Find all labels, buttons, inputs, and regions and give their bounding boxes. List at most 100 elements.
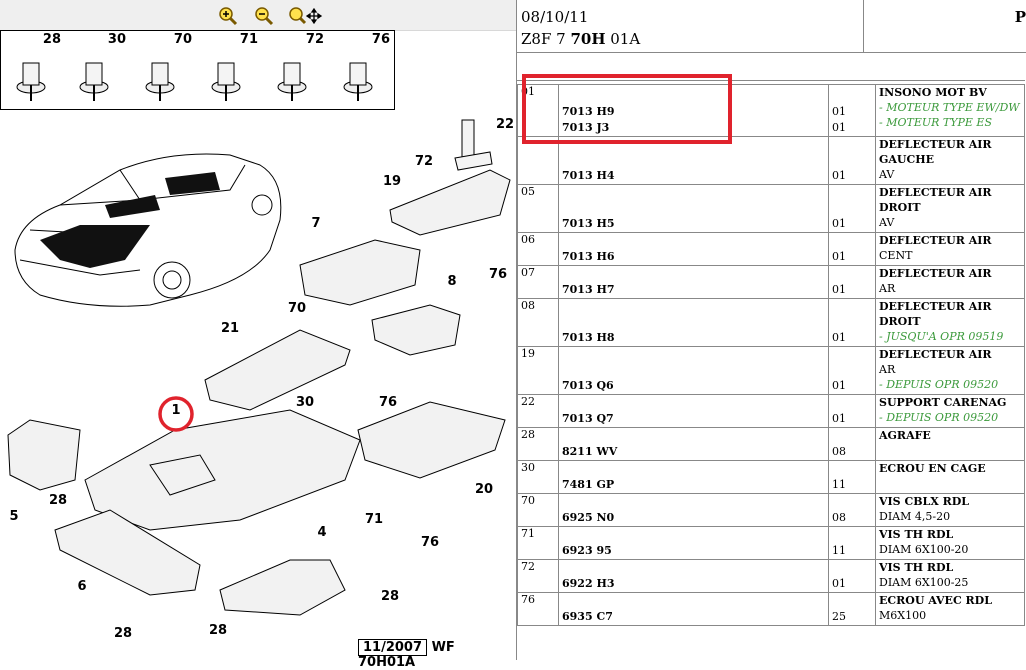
part-qty: 01 xyxy=(832,379,846,392)
part-detail: DIAM 6X100-25 xyxy=(879,576,969,589)
part-number: 7013 H8 xyxy=(562,331,615,344)
part-detail: DIAM 6X100-20 xyxy=(879,543,969,556)
callout-label: 71 xyxy=(365,512,383,527)
diagram-code: WF 70H01A xyxy=(358,640,455,670)
part-qty-cell: 01 xyxy=(828,394,876,428)
zoom-toolbar xyxy=(0,0,516,31)
part-19 xyxy=(389,169,511,236)
callout-label: 5 xyxy=(9,509,18,524)
callout-label: 72 xyxy=(415,154,433,169)
part-qty: 01 xyxy=(832,217,846,230)
part-description: INSONO MOT BV- MOTEUR TYPE EW/DW- MOTEUR… xyxy=(875,84,1025,137)
zoom-pan-icon[interactable] xyxy=(288,6,323,26)
part-name: AGRAFE xyxy=(879,429,931,442)
fastener-ref-number: 71 xyxy=(239,32,258,47)
part-name: VIS CBLX RDL xyxy=(879,495,970,508)
part-note: - JUSQU'A OPR 09519 xyxy=(879,330,1004,343)
callout-label: 8 xyxy=(447,274,456,289)
callout-label: 76 xyxy=(421,535,439,550)
fastener-icon xyxy=(16,62,46,101)
part-number-cell: 7013 H5 xyxy=(558,184,829,233)
part-number: 7013 H7 xyxy=(562,283,615,296)
part-name: ECROU EN CAGE xyxy=(879,462,986,475)
part-qty-cell: 08 xyxy=(828,493,876,527)
part-7 xyxy=(299,239,421,306)
part-note: - DEPUIS OPR 09520 xyxy=(879,378,999,391)
part-qty-cell: 11 xyxy=(828,526,876,560)
part-description: AGRAFE xyxy=(875,427,1025,461)
part-ref: 08 xyxy=(517,298,559,347)
part-qty: 08 xyxy=(832,445,846,458)
header-page-letter: P xyxy=(1014,8,1026,26)
header-date: 08/10/11 xyxy=(521,8,589,26)
part-number-cell: 6922 H3 xyxy=(558,559,829,593)
part-qty-cell: 25 xyxy=(828,592,876,626)
part-number: 6925 N0 xyxy=(562,511,615,524)
part-description: VIS TH RDL DIAM 6X100-25 xyxy=(875,559,1025,593)
callout-label: 19 xyxy=(383,174,401,189)
part-ref: 22 xyxy=(517,394,559,428)
zoom-out-icon[interactable] xyxy=(254,6,274,26)
callout-label: 28 xyxy=(381,589,399,604)
part-8 xyxy=(371,304,461,356)
part-ref: 19 xyxy=(517,346,559,395)
part-ref: 06 xyxy=(517,232,559,266)
part-ref: 05 xyxy=(517,184,559,233)
fastener-cell: 72 xyxy=(262,30,329,110)
part-detail: AR xyxy=(879,363,896,376)
part-description: DEFLECTEUR AIR DROIT- JUSQU'A OPR 09519 xyxy=(875,298,1025,347)
part-qty: 01 xyxy=(832,412,846,425)
callout-label: 28 xyxy=(209,623,227,638)
fastener-icon xyxy=(343,62,373,101)
part-number: 7013 J3 xyxy=(562,121,610,134)
part-detail: AV xyxy=(879,168,895,181)
part-qty: 01 xyxy=(832,169,846,182)
fastener-cell: 70 xyxy=(130,30,197,110)
part-number-cell: 6935 C7 xyxy=(558,592,829,626)
part-qty-cell: 01 xyxy=(828,184,876,233)
part-name: INSONO MOT BV xyxy=(879,86,987,99)
part-number: 6923 95 xyxy=(562,544,612,557)
part-qty-cell: 01 xyxy=(828,232,876,266)
part-detail: AR xyxy=(879,282,896,295)
part-number-cell: 7481 GP xyxy=(558,460,829,494)
part-qty-cell: 01 xyxy=(828,265,876,299)
zoom-in-icon[interactable] xyxy=(218,6,238,26)
fastener-ref-number: 30 xyxy=(107,32,126,47)
part-name: DEFLECTEUR AIR xyxy=(879,348,992,361)
part-note: - MOTEUR TYPE EW/DW xyxy=(879,101,1020,114)
part-20 xyxy=(357,401,506,479)
fastener-ref-number: 72 xyxy=(305,32,324,47)
fastener-cell: 76 xyxy=(328,30,395,110)
part-22 xyxy=(454,119,493,171)
part-description: ECROU EN CAGE xyxy=(875,460,1025,494)
highlight-box xyxy=(522,74,732,144)
callout-label: 4 xyxy=(317,525,326,540)
header-code-suffix: 01A xyxy=(605,30,641,48)
part-detail: M6X100 xyxy=(879,609,927,622)
part-name: VIS TH RDL xyxy=(879,561,954,574)
part-qty-cell: 11 xyxy=(828,460,876,494)
header-separator xyxy=(517,52,1025,81)
part-qty: 01 xyxy=(832,577,846,590)
part-qty: 01 xyxy=(832,121,846,134)
callout-label: 6 xyxy=(77,579,86,594)
